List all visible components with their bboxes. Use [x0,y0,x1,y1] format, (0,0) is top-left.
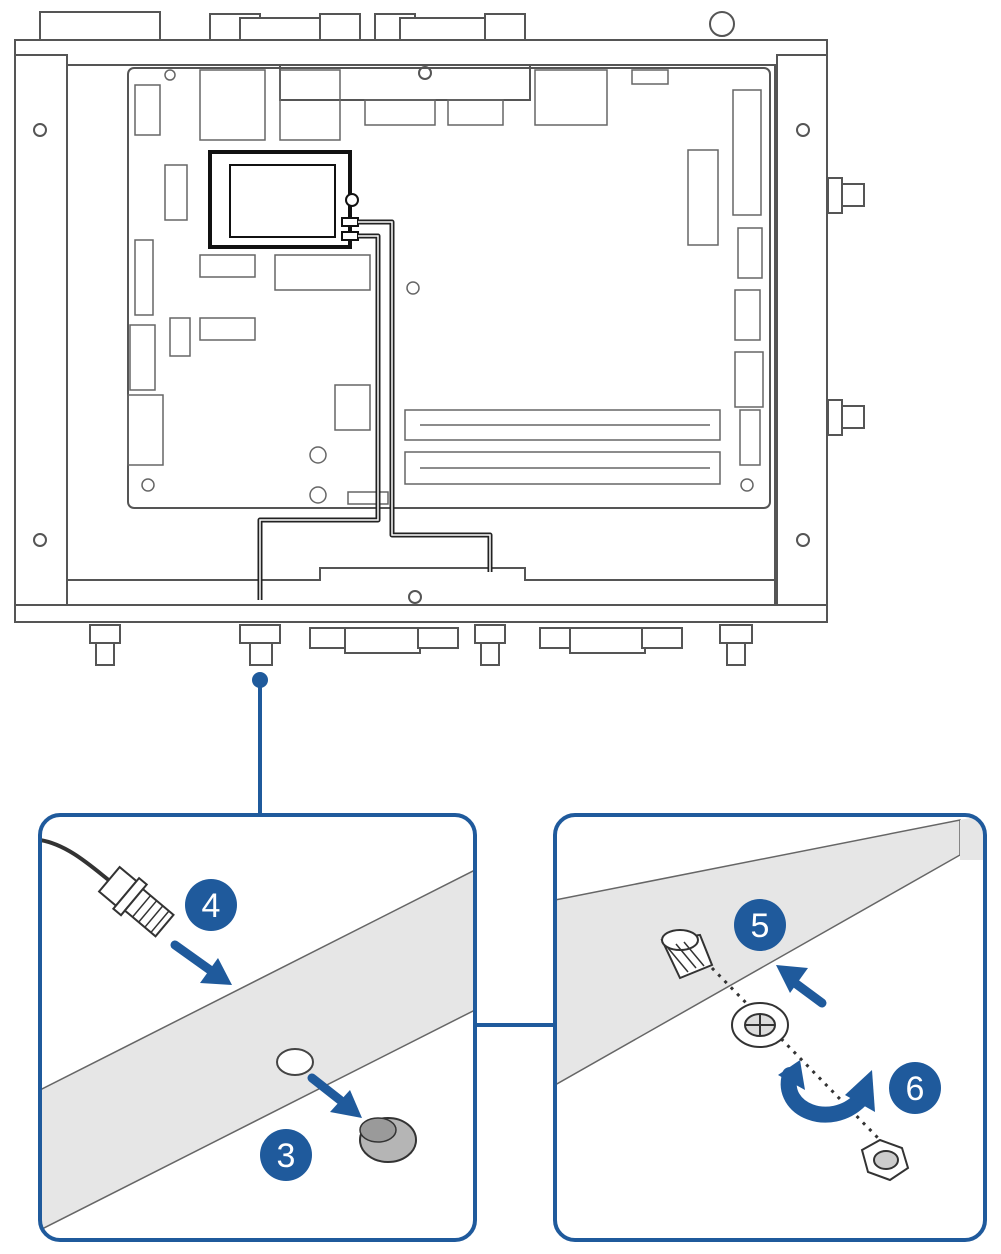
arrow-step-3 [307,1073,362,1118]
rotate-arrow-icon [778,1060,875,1123]
step-badge-6: 6 [889,1062,941,1114]
step-4-label: 4 [202,887,221,925]
detail-panel-left-content [40,838,475,1232]
threaded-stud [660,929,714,980]
step-5-label: 5 [751,907,770,945]
detail-panel-left [38,813,477,1242]
side-antenna-connectors [827,177,865,436]
step-3-label: 3 [277,1137,296,1175]
hex-nut [860,1138,910,1182]
arrow-step-5 [776,965,827,1008]
callout-anchor-dot [252,672,268,688]
rubber-plug [359,1117,417,1163]
panel-hole [276,1048,314,1076]
step-badge-5: 5 [734,899,786,951]
detail-panel-right-content [555,815,985,1182]
wireless-module [208,150,359,249]
callout-lines [258,680,555,1027]
step-6-label: 6 [906,1070,925,1108]
chassis [14,11,828,623]
bottom-connectors [89,624,753,666]
step-badge-3: 3 [260,1129,312,1181]
mainboard-components [127,69,764,505]
lock-washer [731,1002,789,1048]
arrow-step-4 [170,940,232,985]
antenna-connector [97,865,175,938]
detail-panel-right [553,813,987,1242]
step-badge-4: 4 [185,879,237,931]
